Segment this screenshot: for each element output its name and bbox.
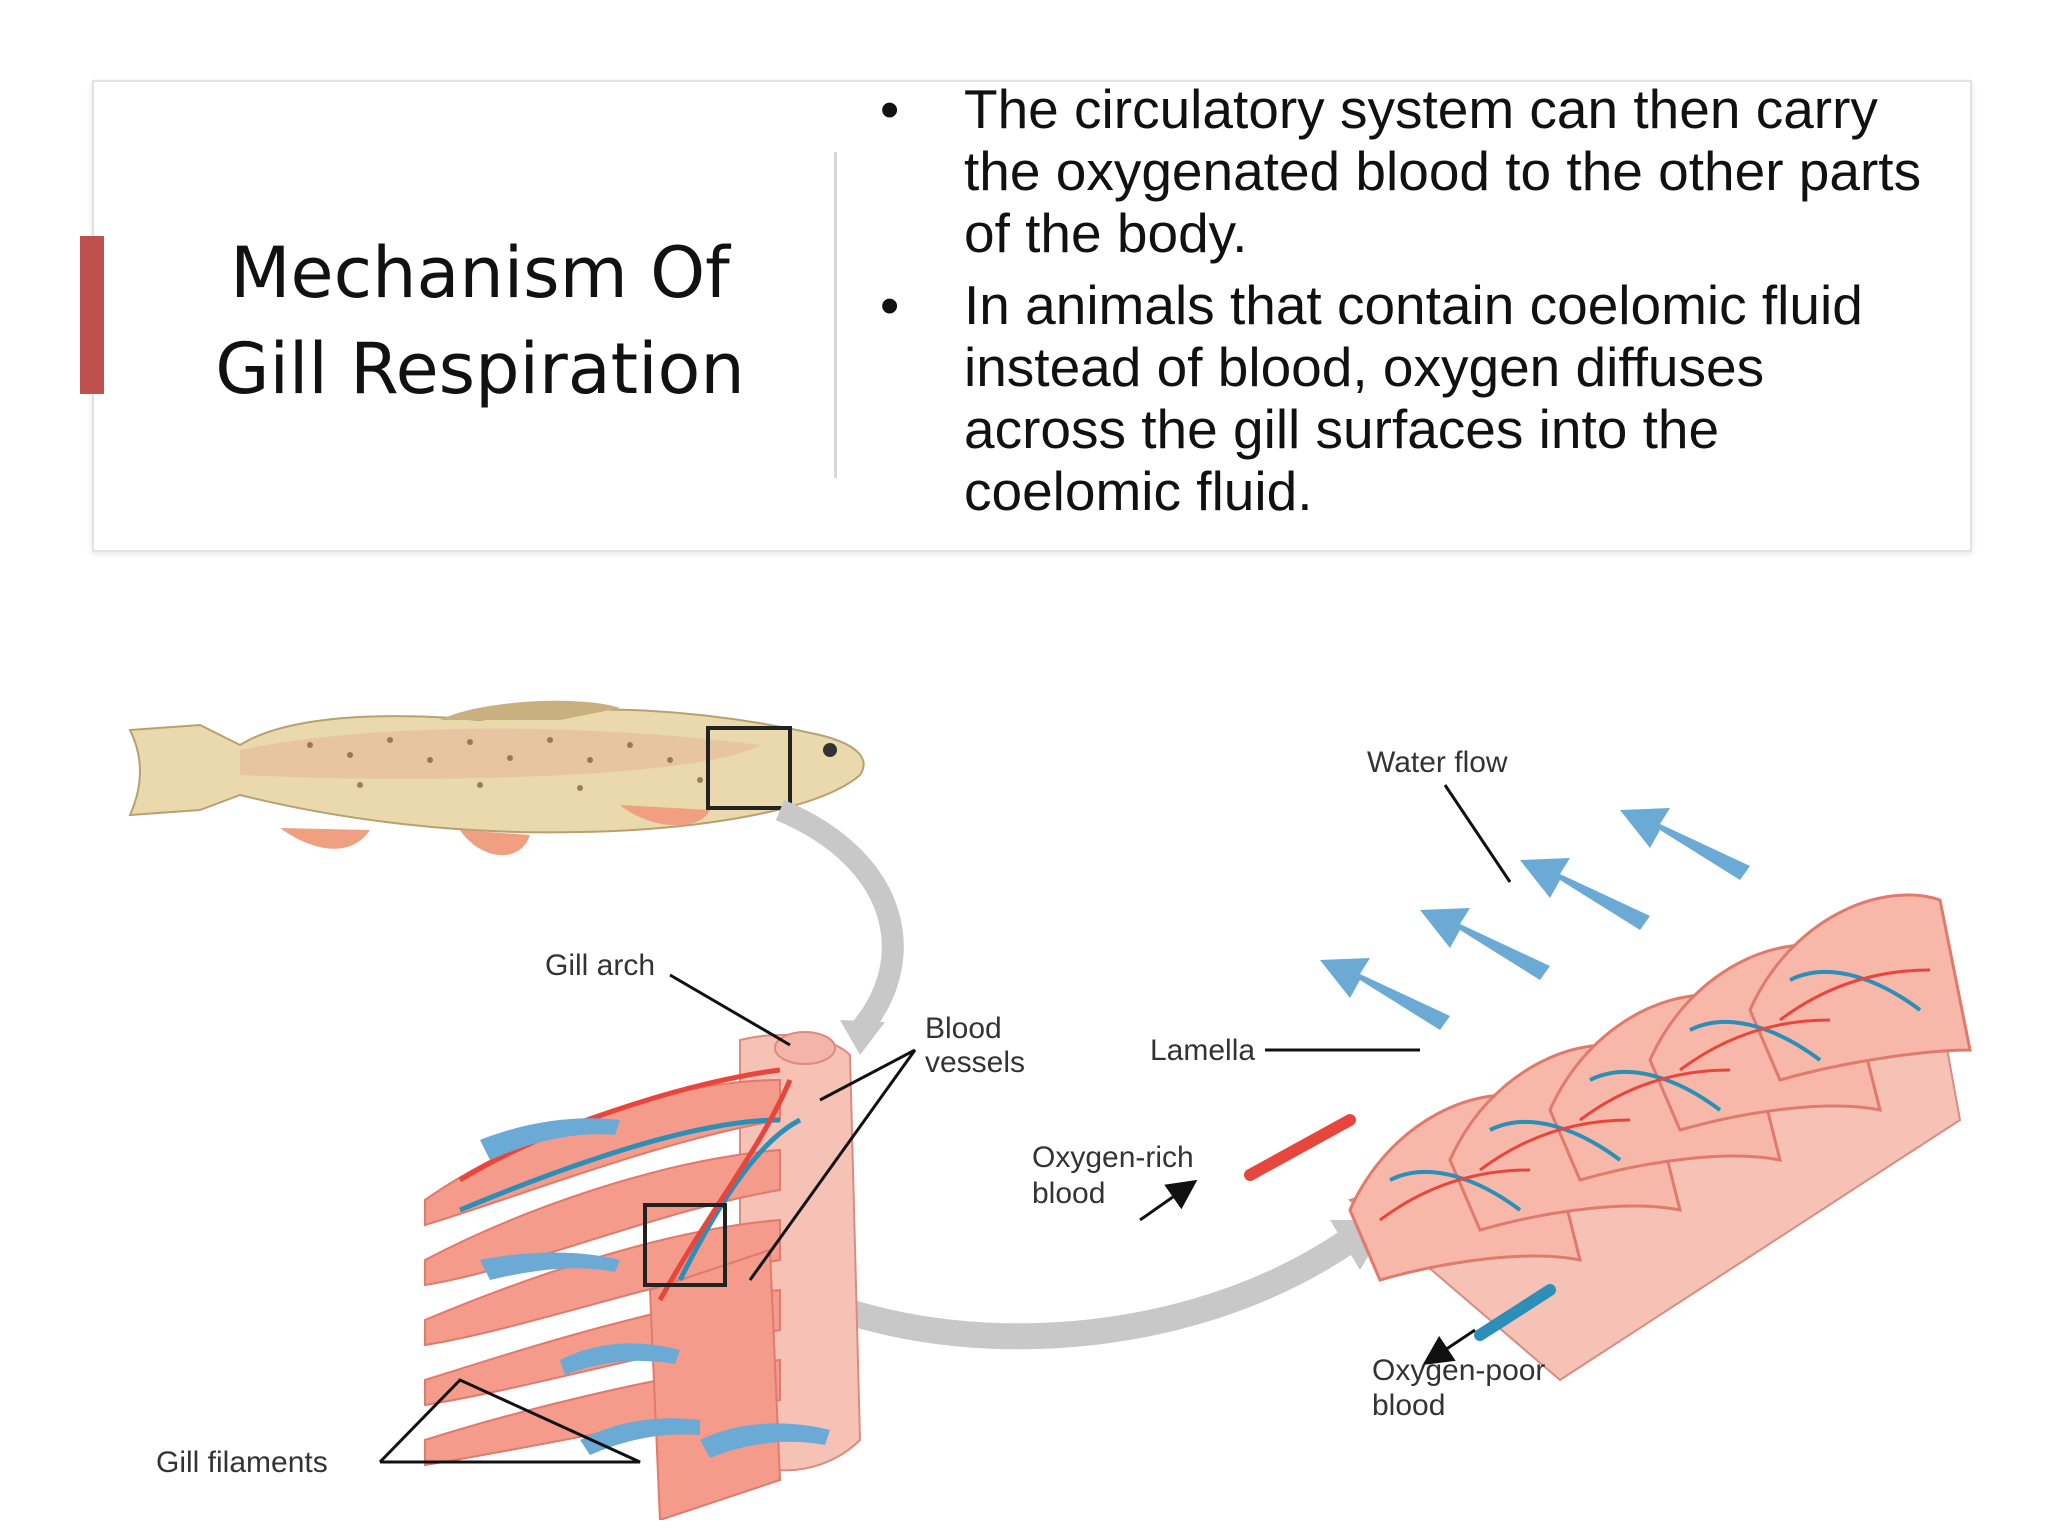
oxygen-rich-vessel: [1244, 1114, 1356, 1181]
fish-illustration: [128, 700, 865, 856]
slide-title: Mechanism Of Gill Respiration: [200, 225, 760, 417]
fish-spots: [307, 737, 703, 791]
label-lamella: Lamella: [1150, 1034, 1255, 1067]
label-water-flow: Water flow: [1367, 746, 1508, 779]
label-blood-vessels-1: Blood: [925, 1012, 1002, 1045]
divider: [834, 152, 837, 478]
label-oxygen-rich-2: blood: [1032, 1177, 1105, 1210]
bullet-dot: •: [880, 274, 900, 336]
title-line-1: Mechanism Of: [230, 232, 730, 314]
bullet-list: • The circulatory system can then carry …: [880, 78, 1940, 532]
water-flow-arrows: [1320, 808, 1750, 1030]
bullet-item: • The circulatory system can then carry …: [880, 78, 1940, 264]
gill-filament-zoom-box: [643, 1203, 727, 1287]
label-gill-arch: Gill arch: [545, 949, 655, 982]
fish-gill-zoom-box: [706, 726, 792, 810]
zoom-arrow-1: [775, 799, 904, 1038]
bullet-text: The circulatory system can then carry th…: [964, 78, 1922, 264]
label-oxygen-poor-2: blood: [1372, 1389, 1445, 1422]
accent-bar: [80, 236, 104, 394]
text-panel: [92, 80, 1972, 552]
label-oxygen-poor-1: Oxygen-poor: [1372, 1354, 1545, 1387]
gill-arch-illustration: [424, 1031, 862, 1520]
label-blood-vessels-2: vessels: [925, 1046, 1025, 1079]
oxygen-poor-vessel: [1474, 1284, 1556, 1341]
label-gill-filaments: Gill filaments: [156, 1446, 328, 1479]
lamellae-illustration: [1244, 893, 1972, 1382]
bullet-item: • In animals that contain coelomic fluid…: [880, 274, 1940, 522]
bullet-text: In animals that contain coelomic fluid i…: [964, 274, 1863, 522]
label-oxygen-rich-1: Oxygen-rich: [1032, 1141, 1194, 1174]
gill-diagram: Water flow Gill arch Blood vessels Lamel…: [60, 560, 2040, 1520]
leader-lines: [378, 784, 1512, 1464]
title-line-2: Gill Respiration: [215, 328, 745, 410]
bullet-dot: •: [880, 78, 900, 140]
